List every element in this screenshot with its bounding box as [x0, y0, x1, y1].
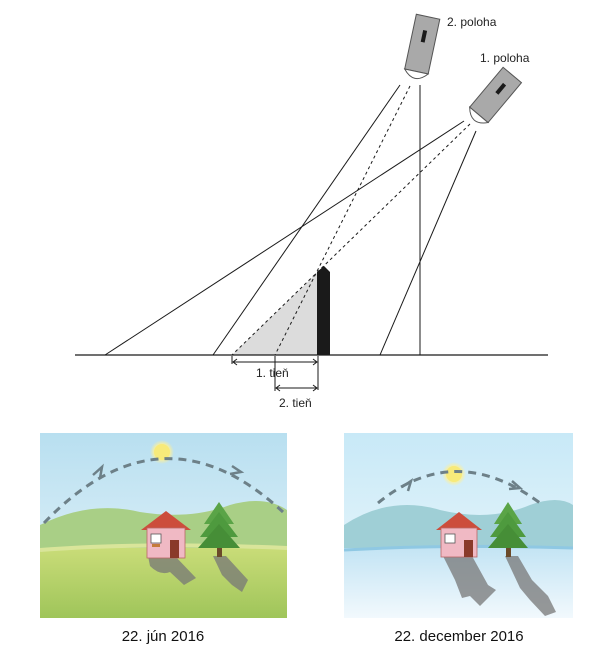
lamp-position-2 — [403, 13, 441, 80]
lamp-position-1 — [468, 66, 523, 124]
shadow-2-dimension — [274, 356, 318, 392]
dashed-ray-1 — [231, 123, 471, 356]
winter-house — [436, 512, 482, 558]
summer-illustration — [40, 433, 287, 618]
winter-tree — [488, 502, 528, 557]
winter-illustration — [344, 433, 573, 618]
light-ray-2-left — [212, 84, 401, 356]
light-ray-1-right — [379, 130, 477, 356]
summer-caption: 22. jún 2016 — [122, 628, 205, 645]
light-ray-1-left — [104, 120, 465, 356]
summer-tree — [198, 502, 240, 557]
pole — [317, 266, 330, 355]
shadow-2-label: 2. tieň — [279, 396, 312, 410]
winter-sun-path — [377, 470, 541, 505]
shadow-1-label: 1. tieň — [256, 366, 289, 380]
lamp-shadow-diagram: 2. poloha 1. poloha 1. tieň 2. tieň — [75, 13, 548, 410]
dashed-ray-2 — [274, 85, 411, 356]
lamp-2-label: 2. poloha — [447, 15, 497, 29]
summer-house — [141, 511, 191, 559]
winter-caption: 22. december 2016 — [394, 628, 523, 645]
lamp-1-label: 1. poloha — [480, 51, 530, 65]
